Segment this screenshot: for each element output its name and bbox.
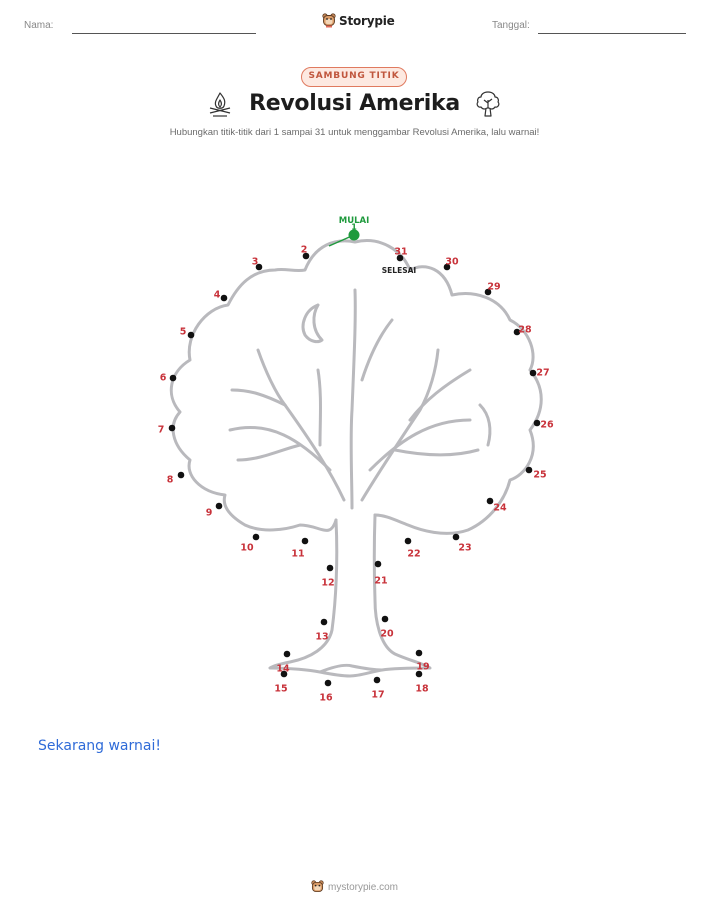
- footer-brand: mystorypie.com: [0, 880, 709, 894]
- name-label: Nama:: [24, 20, 54, 31]
- dot-label-15: 15: [274, 684, 287, 695]
- dot-label-28: 28: [518, 325, 532, 336]
- dot-21[interactable]: [374, 560, 382, 568]
- date-line[interactable]: [538, 33, 686, 34]
- dot-label-24: 24: [493, 503, 507, 514]
- dot-28[interactable]: [513, 328, 521, 336]
- tree-trunk-outline: [268, 513, 432, 678]
- dot-label-3: 3: [252, 257, 259, 268]
- branch-left-mid: [228, 425, 332, 472]
- footer-bear-icon: [311, 880, 324, 893]
- start-label: MULAI: [339, 216, 370, 226]
- instructions: Hubungkan titik-titik dari 1 sampai 31 u…: [169, 127, 540, 138]
- branch-left-low: [236, 443, 302, 462]
- branch-center: [349, 288, 357, 510]
- dot-label-31: 31: [394, 247, 407, 258]
- dot-12[interactable]: [326, 564, 334, 572]
- dot-label-14: 14: [276, 664, 290, 675]
- dot-17[interactable]: [373, 676, 381, 684]
- dot-9[interactable]: [215, 502, 223, 510]
- dot-23[interactable]: [452, 533, 460, 541]
- dot-label-1: 1: [351, 223, 357, 232]
- dot-label-22: 22: [407, 549, 420, 560]
- dot-label-6: 6: [160, 373, 167, 384]
- name-line[interactable]: [72, 33, 256, 34]
- dot-label-20: 20: [380, 629, 394, 640]
- dot-label-5: 5: [180, 327, 187, 338]
- branch-right-inner: [360, 318, 394, 382]
- footer-url[interactable]: mystorypie.com: [327, 881, 398, 893]
- branch-right-upper: [408, 368, 472, 422]
- dot-label-27: 27: [536, 368, 549, 379]
- dot-label-13: 13: [315, 632, 328, 643]
- dot-label-30: 30: [445, 257, 459, 268]
- branch-right-low: [393, 448, 480, 457]
- dot-label-25: 25: [533, 470, 546, 481]
- dot-5[interactable]: [187, 331, 195, 339]
- dot-11[interactable]: [301, 537, 309, 545]
- dot-7[interactable]: [168, 424, 176, 432]
- dot-20[interactable]: [381, 615, 389, 623]
- date-label: Tanggal:: [492, 20, 530, 31]
- dot-3[interactable]: [255, 263, 263, 271]
- dot-label-4: 4: [214, 290, 221, 301]
- canopy-curl: [301, 303, 324, 344]
- dot-label-2: 2: [301, 245, 308, 256]
- bear-mascot-icon: [322, 13, 336, 28]
- branch-left-inner: [316, 368, 322, 447]
- dot-31[interactable]: [396, 254, 404, 262]
- tree-icon: [476, 91, 500, 117]
- tree-canopy-outline: [169, 239, 543, 535]
- dot-label-16: 16: [319, 693, 333, 704]
- branch-right-main: [360, 348, 440, 502]
- trunk-fork: [318, 663, 384, 674]
- dot-4[interactable]: [220, 294, 228, 302]
- dot-30[interactable]: [443, 263, 451, 271]
- dot-label-12: 12: [321, 578, 334, 589]
- branch-left-upper: [230, 388, 287, 407]
- tree-outline: [169, 239, 543, 678]
- dot-19[interactable]: [415, 649, 423, 657]
- dot-29[interactable]: [484, 288, 492, 296]
- dot-label-23: 23: [458, 543, 471, 554]
- dot-14[interactable]: [283, 650, 291, 658]
- dot-label-10: 10: [240, 543, 254, 554]
- campfire-icon: [209, 92, 231, 117]
- branch-left-main: [256, 348, 346, 502]
- dot-label-18: 18: [415, 684, 429, 695]
- branch-right-mid: [368, 418, 472, 472]
- dot-label-17: 17: [371, 690, 384, 701]
- dot-8[interactable]: [177, 471, 185, 479]
- dot-22[interactable]: [404, 537, 412, 545]
- dot-label-21: 21: [374, 576, 387, 587]
- page-title: Revolusi Amerika: [249, 91, 460, 116]
- dot-2[interactable]: [302, 252, 310, 260]
- dot-18[interactable]: [415, 670, 423, 678]
- dot-27[interactable]: [529, 369, 537, 377]
- dot-13[interactable]: [320, 618, 328, 626]
- coloring-prompt: Sekarang warnai!: [38, 738, 161, 754]
- brand-name: Storypie: [339, 13, 395, 28]
- end-label: SELESAI: [382, 266, 417, 275]
- dot-10[interactable]: [252, 533, 260, 541]
- dot-label-11: 11: [291, 549, 304, 560]
- dot-6[interactable]: [169, 374, 177, 382]
- dot-25[interactable]: [525, 466, 533, 474]
- dot-label-7: 7: [158, 425, 165, 436]
- dot-label-8: 8: [167, 475, 174, 486]
- activity-badge: SAMBUNG TITIK: [301, 67, 407, 87]
- dot-24[interactable]: [486, 497, 494, 505]
- dot-1[interactable]: [348, 229, 360, 241]
- dot-15[interactable]: [280, 670, 288, 678]
- brand-logo: Storypie: [322, 13, 395, 28]
- dot-label-9: 9: [206, 508, 213, 519]
- branch-far-right: [478, 403, 492, 447]
- dot-label-19: 19: [416, 662, 429, 673]
- dot-16[interactable]: [324, 679, 332, 687]
- dot-26[interactable]: [533, 419, 541, 427]
- dot-label-26: 26: [540, 420, 554, 431]
- dot-label-29: 29: [487, 282, 500, 293]
